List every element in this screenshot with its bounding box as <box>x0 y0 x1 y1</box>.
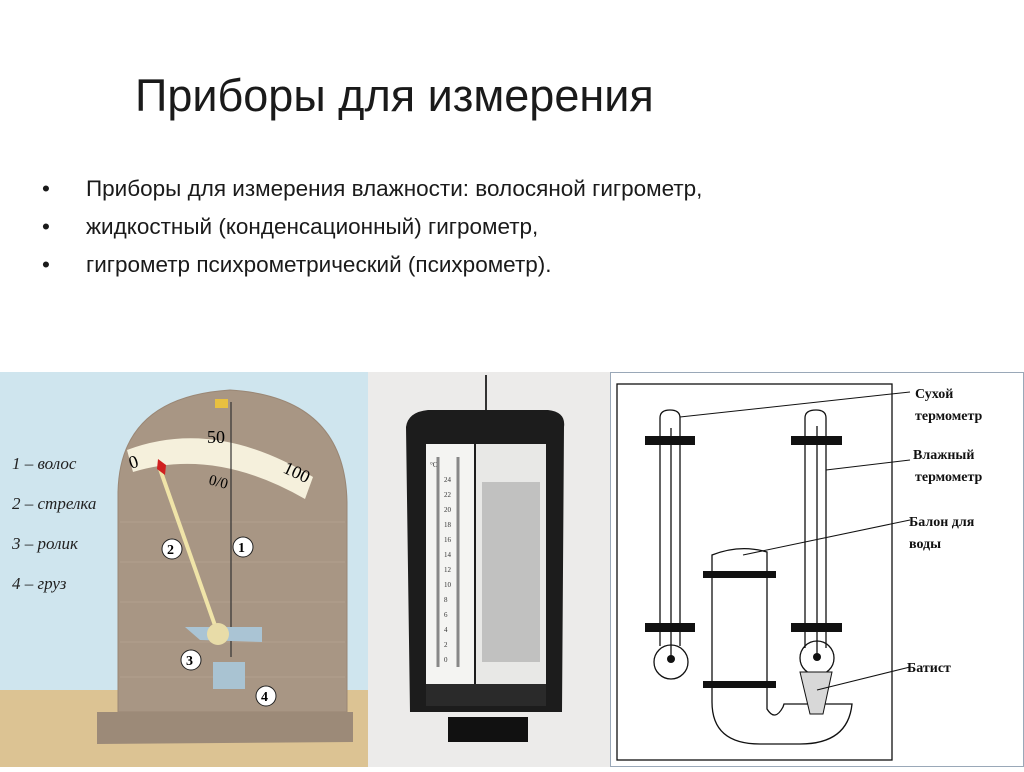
scale-tick: 12 <box>444 566 452 574</box>
unit-label: °C <box>430 461 438 469</box>
label-cloth: Батист <box>907 661 951 676</box>
hair-hygrometer-illustration: 0 50 100 0/0 2 1 3 4 1 – волос 2 – стрел… <box>0 372 368 767</box>
scale-tick: 4 <box>444 626 448 634</box>
pointer-arrow <box>158 468 220 635</box>
label-balloon: Балон для <box>909 515 975 530</box>
label-wet: Влажный <box>913 448 974 463</box>
legend-item: 2 – стрелка <box>12 494 96 513</box>
marker-1: 1 <box>238 541 245 556</box>
scale-tick: 24 <box>444 476 452 484</box>
marker-4: 4 <box>261 690 268 705</box>
marker-2: 2 <box>167 543 174 558</box>
legend-item: 1 – волос <box>12 454 77 473</box>
bullet-item: гигрометр психрометрический (психрометр)… <box>42 246 702 284</box>
weight <box>213 662 245 689</box>
label-dry: термометр <box>915 409 983 424</box>
marker-3: 3 <box>186 654 193 669</box>
legend-item: 4 – груз <box>12 574 67 593</box>
legend-item: 3 – ролик <box>11 534 79 553</box>
label-wet: термометр <box>915 470 983 485</box>
scale-tick: 14 <box>444 551 452 559</box>
scale-tick: 22 <box>444 491 452 499</box>
slide-title: Приборы для измерения <box>135 70 654 121</box>
cloth <box>799 671 833 715</box>
bullet-item: Приборы для измерения влажности: волосян… <box>42 170 702 208</box>
scale-tick: 6 <box>444 611 448 619</box>
psychrometer-diagram: Сухой термометр Влажный термометр Балон … <box>610 372 1024 767</box>
scale-unit: 0/0 <box>207 472 230 492</box>
scale-mid: 50 <box>207 427 225 447</box>
hair-clamp <box>215 399 228 408</box>
label-balloon: воды <box>909 537 941 552</box>
scale-tick: 10 <box>444 581 452 589</box>
roller <box>207 623 229 645</box>
scale-tick: 0 <box>444 656 448 664</box>
scale-tick: 16 <box>444 536 452 544</box>
bullet-list: Приборы для измерения влажности: волосян… <box>42 170 702 284</box>
bullet-item: жидкостный (конденсационный) гигрометр, <box>42 208 702 246</box>
scale-tick: 18 <box>444 521 452 529</box>
scale-tick: 2 <box>444 641 448 649</box>
scale-tick: 8 <box>444 596 448 604</box>
scale-tick: 20 <box>444 506 452 514</box>
label-dry: Сухой <box>915 387 953 402</box>
